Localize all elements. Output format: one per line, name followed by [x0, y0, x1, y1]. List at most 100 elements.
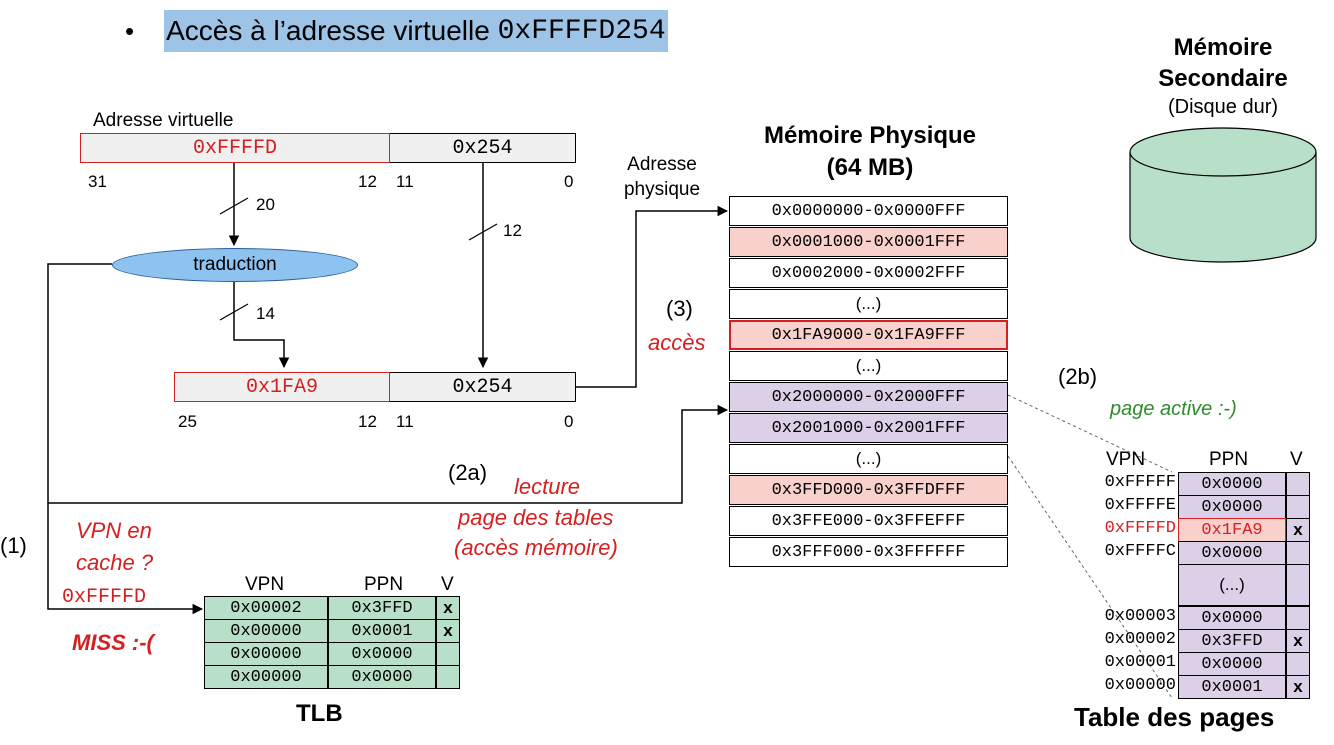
memory-frame-row: 0x2001000-0x2001FFF: [729, 413, 1008, 443]
bus-slash-14: [219, 303, 249, 321]
hard-disk-icon: [1129, 127, 1317, 263]
tlb-ppn-cell: 0x0001: [328, 619, 436, 643]
page-table-valid-cell: [1286, 495, 1310, 519]
memory-frame-row: 0x3FFE000-0x3FFEFFF: [729, 506, 1008, 536]
page-table-vpn: 0x00001: [1104, 653, 1176, 672]
step1-vpn: 0xFFFFD: [62, 586, 147, 609]
translation-to-ppn-arrow: [233, 282, 290, 369]
tlb-header-v: V: [441, 574, 454, 595]
memory-row-ellipsis: (...): [729, 351, 1008, 381]
page-table-ppn-cell: 0x3FFD: [1178, 629, 1286, 653]
tlb-title: TLB: [296, 700, 343, 727]
page-table-vpn: 0x00002: [1104, 630, 1176, 649]
step2a-line3: (accès mémoire): [454, 535, 618, 560]
memory-frame-row: 0x0002000-0x0002FFF: [729, 258, 1008, 288]
step3-text: accès: [648, 330, 706, 355]
page-table-vpn: 0xFFFFE: [1104, 496, 1176, 515]
bit-label-0: 0: [564, 172, 574, 191]
tlb-lookup-arrow: [47, 503, 204, 615]
physical-ppn-field: 0x1FA9: [174, 372, 390, 402]
secondary-memory-title: Mémoire Secondaire (Disque dur): [1130, 32, 1316, 120]
physical-memory-title-line1: Mémoire Physique: [763, 122, 977, 149]
step1-line1: VPN en: [76, 518, 152, 543]
translation-unit: traduction: [112, 248, 358, 282]
virtual-address-label: Adresse virtuelle: [93, 110, 234, 131]
tlb-vpn-cell: 0x00000: [204, 619, 328, 643]
page-table-ppn-cell: 0x0000: [1178, 652, 1286, 676]
bus-width-12: 12: [503, 221, 522, 240]
tlb-ppn-cell: 0x0000: [328, 642, 436, 666]
pt-header-vpn: VPN: [1106, 449, 1146, 470]
page-table-ppn-cell: 0x0001: [1178, 675, 1286, 699]
bit-label-11b: 11: [396, 412, 414, 431]
memory-frame-row: 0x1FA9000-0x1FA9FFF: [729, 320, 1008, 350]
page-table-ppn-cell: 0x0000: [1178, 472, 1286, 496]
page-table-vpn: 0xFFFFC: [1104, 542, 1176, 561]
zoom-line-bottom: [1007, 455, 1173, 699]
memory-row-ellipsis: (...): [729, 289, 1008, 319]
title-highlight: Accès à l’adresse virtuelle 0xFFFFD254: [164, 10, 668, 52]
bit-label-25: 25: [178, 412, 197, 431]
tlb-valid-cell: x: [436, 619, 460, 643]
tlb-vpn-cell: 0x00002: [204, 596, 328, 620]
step1-line2: cache ?: [76, 550, 154, 575]
step2b-number: (2b): [1058, 364, 1098, 389]
zoom-line-top: [1007, 394, 1173, 473]
secondary-memory-title-line1: Mémoire: [1173, 34, 1273, 61]
tlb-vpn-cell: 0x00000: [204, 642, 328, 666]
step2b-text: page active :-): [1110, 398, 1237, 420]
bus-width-20: 20: [256, 195, 275, 214]
physical-memory-title-line2: (64 MB): [826, 154, 914, 181]
virtual-offset-field: 0x254: [390, 133, 576, 163]
tlb-ppn-cell: 0x0000: [328, 665, 436, 689]
tlb-valid-cell: [436, 642, 460, 666]
tlb-miss-label: MISS :-(: [72, 630, 154, 655]
slide-title: • Accès à l’adresse virtuelle 0xFFFFD254: [125, 10, 668, 52]
tlb-valid-cell: [436, 665, 460, 689]
physical-address-label-line1: Adresse: [627, 154, 697, 175]
bit-label-12b: 12: [358, 412, 377, 431]
step1-number: (1): [0, 533, 27, 558]
page-table-valid-cell: [1286, 652, 1310, 676]
page-table-read-arrow: [47, 263, 729, 504]
page-table-vpn: 0xFFFFD: [1104, 519, 1176, 538]
memory-frame-row: 0x0000000-0x0000FFF: [729, 196, 1008, 226]
tlb-header-vpn: VPN: [245, 574, 285, 595]
memory-frame-row: 0x3FFD000-0x3FFDFFF: [729, 475, 1008, 505]
page-table-valid-cell: x: [1286, 629, 1310, 653]
secondary-memory-subtitle: (Disque dur): [1167, 96, 1279, 118]
physical-memory-title: Mémoire Physique (64 MB): [720, 120, 1020, 184]
page-table-ppn-cell: 0x0000: [1178, 606, 1286, 630]
tlb-valid-cell: x: [436, 596, 460, 620]
step3-number: (3): [666, 296, 693, 321]
step2a-line1: lecture: [514, 474, 581, 499]
page-table-valid-cell: x: [1286, 518, 1310, 542]
pt-header-ppn: PPN: [1209, 449, 1249, 470]
bus-slash-20: [219, 197, 249, 215]
title-address: 0xFFFFD254: [497, 15, 666, 47]
page-table-title: Table des pages: [1074, 702, 1275, 732]
bit-label-11: 11: [396, 172, 414, 191]
physical-offset-field: 0x254: [390, 372, 576, 402]
page-table-vpn: 0xFFFFF: [1104, 473, 1176, 492]
physical-address-label: Adresse physique: [612, 152, 712, 202]
tlb-header-ppn: PPN: [364, 574, 404, 595]
page-table-ppn-cell: 0x1FA9: [1178, 518, 1286, 542]
memory-frame-row: 0x3FFF000-0x3FFFFFF: [729, 537, 1008, 567]
page-table-vpn: 0x00000: [1104, 676, 1176, 695]
title-text: Accès à l’adresse virtuelle: [166, 15, 498, 46]
page-table-ppn-cell: 0x0000: [1178, 541, 1286, 565]
step2a-number: (2a): [448, 460, 488, 485]
page-table-valid-cell: [1286, 606, 1310, 630]
bit-label-0b: 0: [564, 412, 574, 431]
step2a-line2: page des tables: [458, 505, 614, 530]
physical-address-label-line2: physique: [623, 179, 701, 200]
page-table-valid-cell: [1286, 472, 1310, 496]
memory-frame-row: 0x0001000-0x0001FFF: [729, 227, 1008, 257]
page-table-valid-cell: x: [1286, 675, 1310, 699]
bullet: •: [125, 15, 135, 46]
page-table-valid-cell: [1286, 541, 1310, 565]
bus-slash-12: [468, 223, 498, 241]
memory-frame-row: 0x2000000-0x2000FFF: [729, 382, 1008, 412]
pt-header-v: V: [1290, 449, 1303, 470]
